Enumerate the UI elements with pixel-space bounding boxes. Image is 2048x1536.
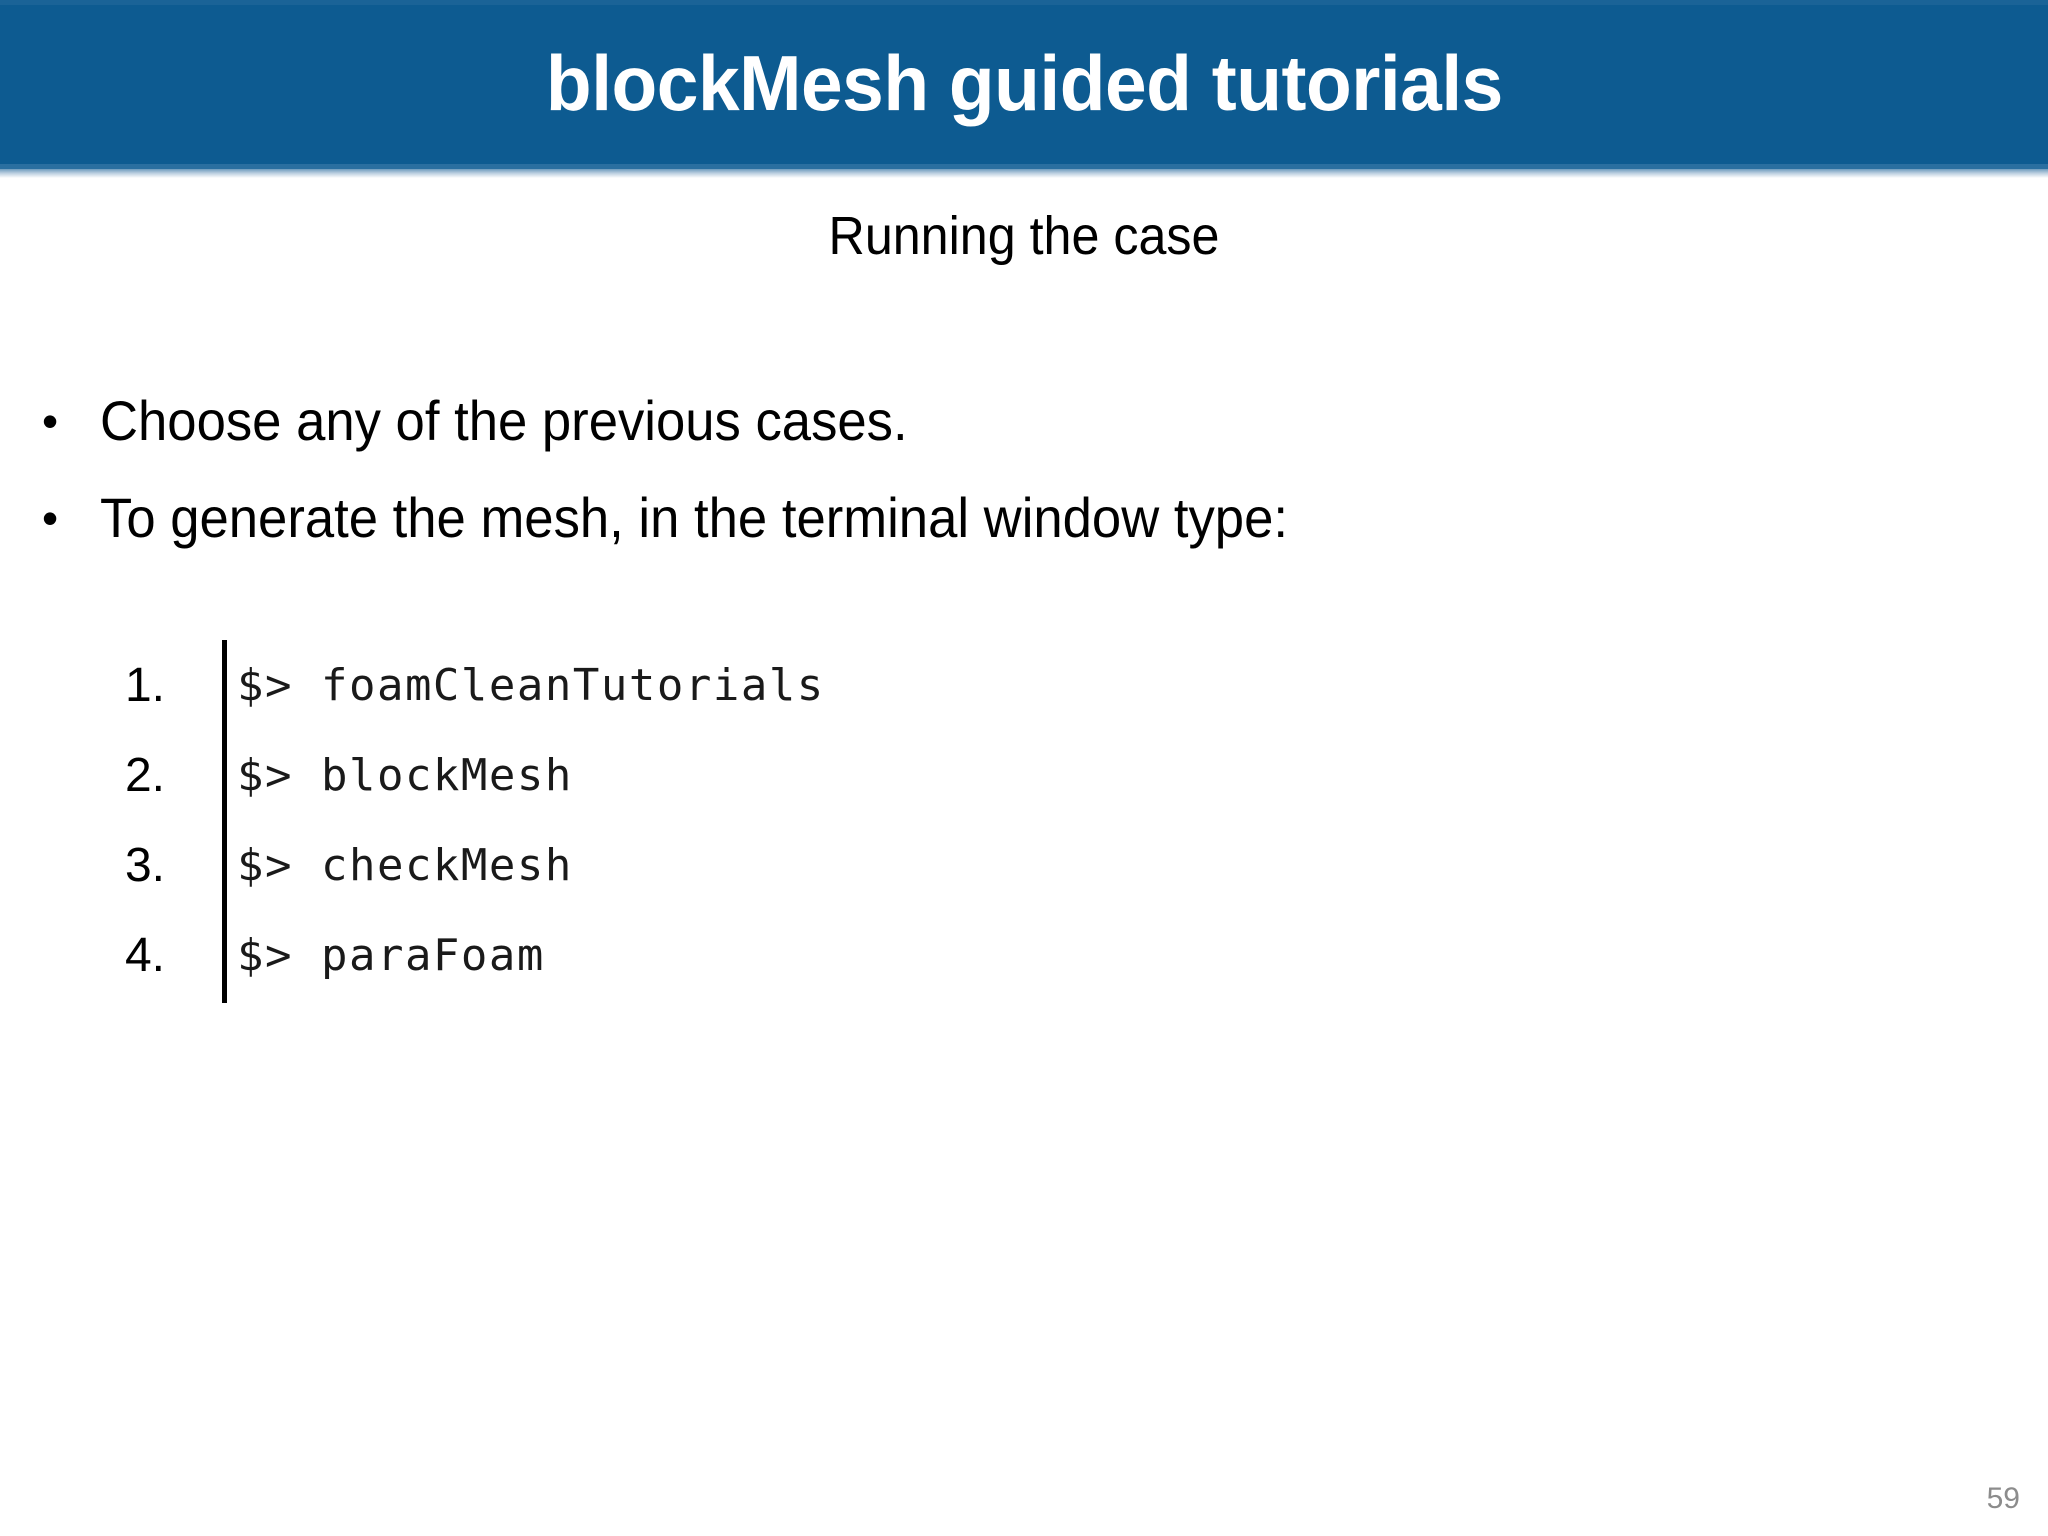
command-list: 1. $> foamCleanTutorials 2. $> blockMesh… — [0, 640, 1400, 1003]
bullet-point-icon: • — [41, 492, 59, 544]
slide-title: blockMesh guided tutorials — [545, 38, 1503, 127]
bullet-text: To generate the mesh, in the terminal wi… — [100, 486, 1288, 549]
vertical-divider — [222, 640, 227, 1003]
bullet-point-icon: • — [41, 395, 59, 447]
list-number: 4. — [124, 928, 165, 982]
table-row: 2. $> blockMesh — [0, 730, 1400, 820]
list-item: • To generate the mesh, in the terminal … — [0, 482, 1900, 554]
list-number: 2. — [124, 748, 165, 802]
table-row: 4. $> paraFoam — [0, 910, 1400, 1000]
title-banner-underline — [0, 169, 2048, 178]
command-text: $> foamCleanTutorials — [237, 659, 825, 711]
table-row: 1. $> foamCleanTutorials — [0, 640, 1400, 730]
table-row: 3. $> checkMesh — [0, 820, 1400, 910]
list-number: 1. — [124, 658, 165, 712]
bullet-text: Choose any of the previous cases. — [100, 389, 908, 452]
page-number: 59 — [1986, 1482, 2020, 1515]
title-banner: blockMesh guided tutorials — [0, 0, 2048, 169]
command-text: $> blockMesh — [237, 749, 573, 801]
command-text: $> paraFoam — [237, 929, 545, 981]
slide-subtitle: Running the case — [828, 206, 1220, 266]
list-number: 3. — [124, 838, 165, 892]
list-item: • Choose any of the previous cases. — [0, 385, 1900, 457]
command-text: $> checkMesh — [237, 839, 573, 891]
bullet-list: • Choose any of the previous cases. • To… — [0, 385, 1900, 579]
